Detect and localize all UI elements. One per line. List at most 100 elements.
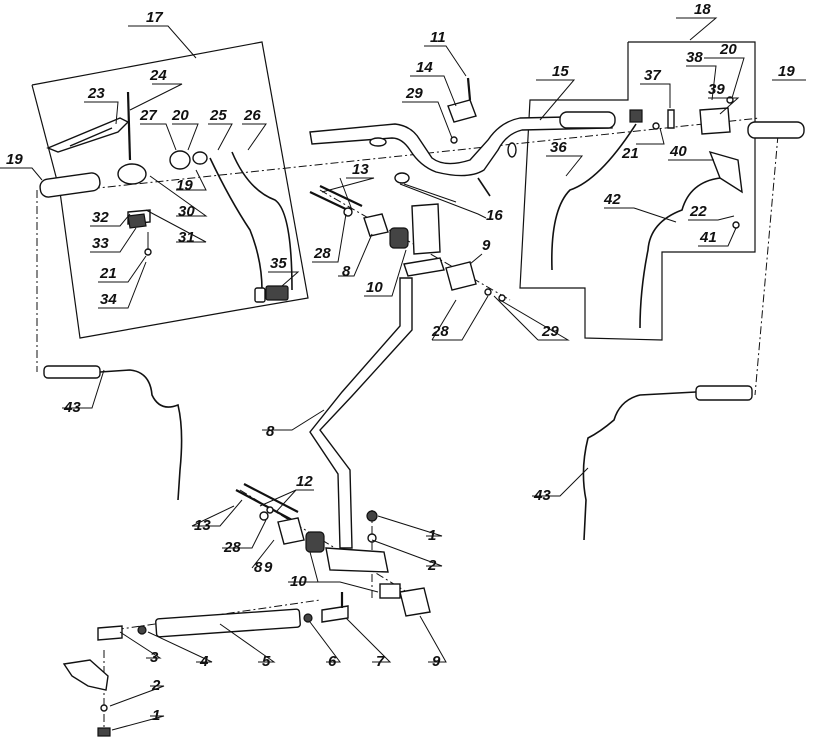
callout-9-upper: 9	[482, 237, 491, 254]
right-housing-39	[699, 107, 731, 135]
callout-26: 26	[243, 107, 261, 124]
callout-29-right: 29	[541, 323, 559, 340]
callout-43-left: 43	[63, 399, 81, 416]
callout-20-left: 19	[176, 177, 193, 194]
right-nut-21	[652, 122, 660, 130]
callout-11: 11	[430, 29, 446, 46]
callout-37: 37	[644, 67, 661, 84]
callout-18: 18	[694, 1, 711, 18]
callout-28-upper: 28	[313, 245, 331, 262]
cable-43-left	[99, 369, 183, 501]
cable-36	[551, 123, 637, 271]
callout-19-left: 19	[6, 151, 23, 168]
cable-26	[231, 151, 293, 291]
left-lever-inner	[69, 127, 113, 147]
cable-25	[209, 157, 263, 291]
right-switch-housing	[629, 109, 643, 123]
callout-19-right: 19	[778, 63, 795, 80]
washer-2-lower	[100, 704, 108, 712]
center-line-handlebar	[59, 117, 761, 193]
callout-2-upper: 2	[427, 557, 437, 574]
handlebar	[309, 115, 613, 177]
leader-lines	[0, 17, 806, 731]
cable-guide-16b	[394, 172, 410, 184]
center-line-right-cable	[754, 134, 779, 396]
callout-13-upper: 13	[352, 161, 369, 178]
callout-33: 33	[92, 235, 109, 252]
ball-joint-3	[97, 625, 123, 641]
callout-16: 16	[486, 207, 503, 224]
callout-14: 14	[416, 59, 433, 76]
callout-9-lower: 9	[432, 653, 441, 670]
center-line-tie-rod	[99, 599, 321, 633]
callout-20-right: 20	[719, 41, 737, 58]
callout-38: 38	[686, 49, 703, 66]
left-throttle-housing	[169, 150, 191, 170]
washer-28-right	[484, 288, 492, 296]
lower-clamp-block	[379, 583, 401, 599]
cable-43-right	[582, 391, 697, 541]
callout-21-right: 21	[621, 145, 639, 162]
washer-2-upper	[367, 533, 377, 543]
callout-10-upper: 10	[366, 279, 383, 296]
right-lever-37	[667, 109, 675, 129]
callout-28-right: 28	[431, 323, 449, 340]
left-brake-lever	[46, 117, 130, 153]
bushing-9-right	[445, 261, 477, 291]
callout-29-top: 29	[405, 85, 423, 102]
bolt-13-lower-a	[235, 489, 293, 521]
callout-25: 25	[209, 107, 227, 124]
bolt-13-upper-b	[319, 185, 363, 207]
callout-7: 7	[376, 653, 385, 670]
callout-6: 6	[328, 653, 337, 670]
washer-29-right	[498, 294, 506, 302]
callout-1-upper: 1	[428, 527, 436, 544]
callout-3: 3	[150, 649, 159, 666]
group-18-frame	[519, 41, 756, 341]
callout-22-right: 22	[689, 203, 707, 220]
right-screw-41	[732, 221, 740, 229]
callout-31: 31	[178, 229, 195, 246]
column-plate-upper	[403, 257, 445, 277]
callout-23: 23	[87, 85, 105, 102]
nut-1-upper	[366, 510, 378, 522]
cable-guide-16a	[369, 137, 387, 147]
callout-30: 30	[178, 203, 195, 220]
nut-6	[303, 613, 313, 623]
washer-29-top	[450, 136, 458, 144]
callout-8-lower: 8	[254, 559, 263, 576]
cable-43-left-spring	[43, 365, 101, 379]
cable-tie-16d	[477, 177, 491, 197]
callout-35: 35	[270, 255, 287, 272]
cable-end-25	[254, 287, 266, 303]
cable-42	[639, 177, 721, 329]
lever-pin	[126, 91, 132, 161]
callout-24: 24	[149, 67, 167, 84]
callout-28-lower: 28	[223, 539, 241, 556]
callout-40: 40	[669, 143, 687, 160]
nut-4	[137, 625, 147, 635]
callout-15: 15	[552, 63, 569, 80]
bearing-10-lower	[305, 531, 325, 553]
bolt-11	[466, 77, 472, 101]
cable-end-35	[265, 285, 289, 301]
callout-labels: 17 18 11 14 15 29 19 19 23 24 27 20 25 2…	[6, 1, 795, 724]
callout-42: 42	[603, 191, 621, 208]
right-handlebar-grip-sleeve	[559, 111, 616, 129]
left-switch-32	[127, 213, 147, 229]
steering-column-top-bracket	[411, 203, 441, 255]
callout-10-lower: 10	[290, 573, 307, 590]
callout-8-upper: 8	[342, 263, 351, 280]
washer-28-lower	[259, 511, 269, 521]
callout-2-lower: 2	[151, 677, 161, 694]
tie-rod-5	[155, 608, 301, 638]
callout-43-right: 43	[533, 487, 551, 504]
ball-joint-7	[321, 605, 349, 623]
washer-12	[266, 506, 274, 514]
bolt-13-lower-b	[243, 483, 299, 513]
callout-4: 4	[199, 653, 209, 670]
bushing-9-bottom	[399, 587, 431, 617]
callout-17: 17	[146, 9, 163, 26]
